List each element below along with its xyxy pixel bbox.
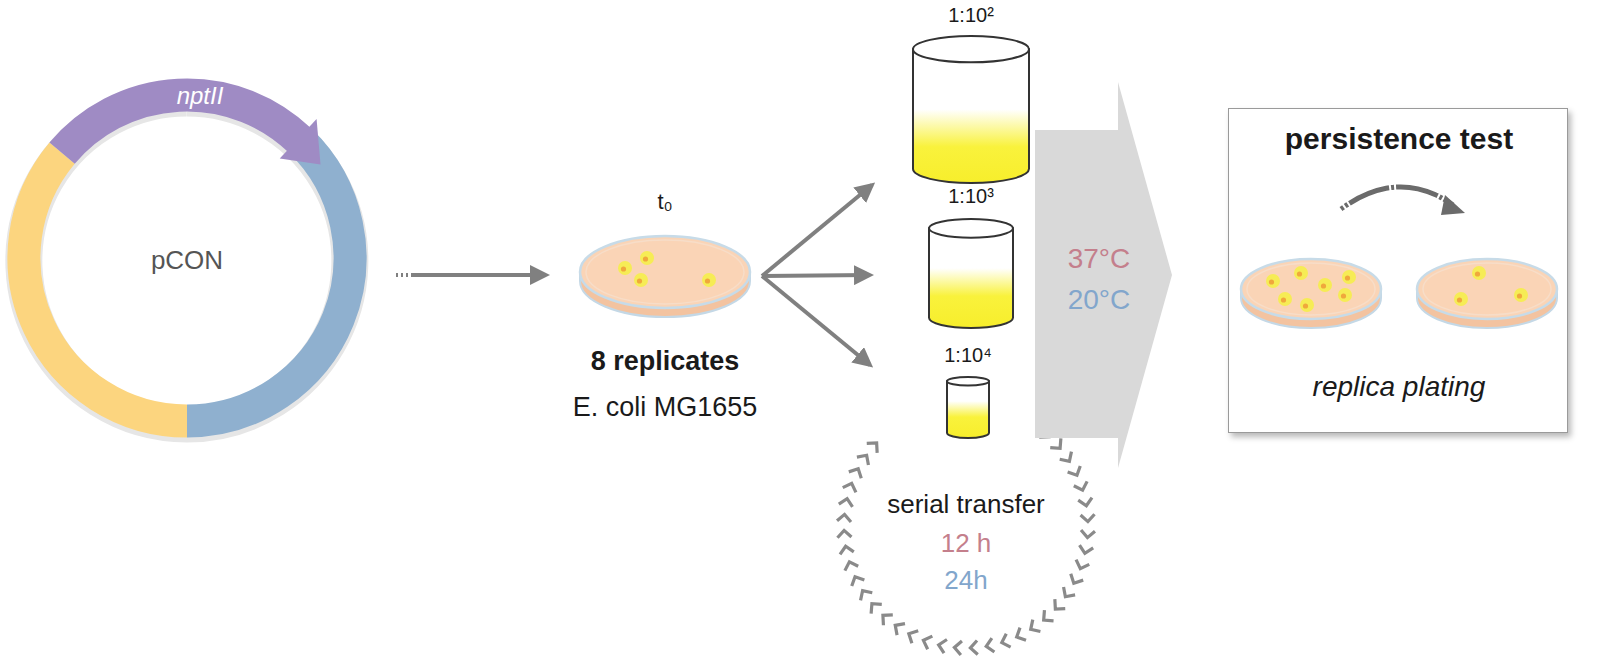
node-label: 1:10³ <box>948 185 994 208</box>
culture-flask-graphic <box>928 218 1014 328</box>
culture-flask-graphic <box>912 35 1030 183</box>
persistence-box: persistence test replica plating <box>1228 108 1568 433</box>
node-label: t₀ <box>657 189 672 214</box>
flow-arrow <box>762 185 872 276</box>
culture-flask-graphic <box>946 376 990 438</box>
node-label: 1:10² <box>948 4 994 27</box>
node-label: 1:10⁴ <box>944 344 992 367</box>
condition-arrow-graphic <box>1035 82 1175 468</box>
node-label: serial transfer <box>887 490 1045 520</box>
node-label: 37°C <box>1068 243 1131 275</box>
flow-arrow <box>396 273 546 277</box>
agar-plate-graphic <box>578 228 752 324</box>
plasmid-map: nptII pCON <box>4 75 370 441</box>
node-label: 8 replicates <box>591 346 740 377</box>
node-label: 20°C <box>1068 284 1131 316</box>
culture-flask: 1:10² <box>912 35 1030 183</box>
flow-arrow <box>762 276 870 365</box>
node-label: replica plating <box>1313 371 1486 403</box>
culture-flask: 1:10³ <box>928 218 1014 328</box>
node-label: nptII <box>177 82 224 110</box>
node-label: 12 h <box>941 529 992 559</box>
flow-arrow <box>762 275 870 276</box>
node-label: pCON <box>151 246 223 276</box>
node-label: persistence test <box>1285 122 1513 157</box>
culture-flask: 1:10⁴ <box>946 376 990 438</box>
node-label: E. coli MG1655 <box>573 392 758 423</box>
node-label: 24h <box>944 566 987 596</box>
condition-arrow: 37°C 20°C <box>1035 82 1175 468</box>
agar-plate: t₀8 replicatesE. coli MG1655 <box>578 228 752 324</box>
